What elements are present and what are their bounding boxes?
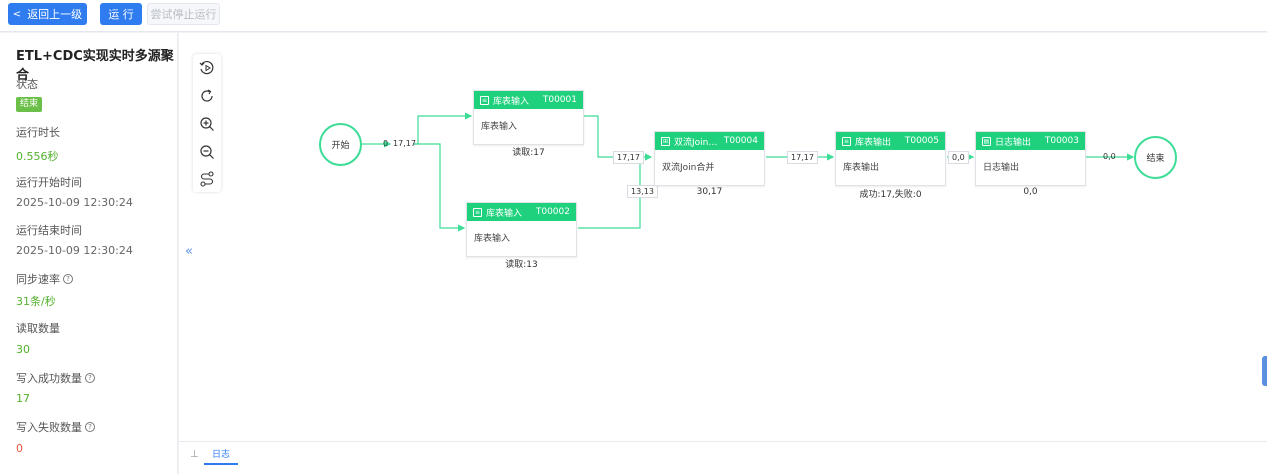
sync-rate-label: 同步速率 ?: [16, 271, 73, 287]
status-badge: 结束: [16, 97, 43, 112]
node-code: T00002: [535, 207, 570, 217]
edge-label: 13,13: [627, 185, 658, 198]
node-code: T00004: [723, 136, 758, 146]
stop-run-button[interactable]: 尝试停止运行: [147, 3, 220, 25]
end-node[interactable]: 结束: [1134, 136, 1177, 179]
collapse-sidebar-icon[interactable]: «: [185, 244, 193, 259]
status-label: 状态: [16, 78, 38, 91]
node-header: ≡ 库表输出 T00005: [836, 132, 945, 150]
write-success-value: 17: [16, 392, 30, 405]
node-t00001[interactable]: ≡ 库表输入 T00001 库表输入: [473, 90, 584, 145]
node-stat: 成功:17,失败:0: [859, 190, 922, 200]
start-node[interactable]: 开始: [319, 123, 362, 166]
node-body: 日志输出: [983, 163, 1020, 173]
flow-canvas[interactable]: [179, 33, 1267, 441]
node-body: 库表输出: [843, 163, 880, 173]
start-time-value: 2025-10-09 12:30:24: [16, 196, 133, 209]
node-stat: 读取:13: [505, 260, 538, 270]
node-title: 库表输出: [855, 137, 892, 148]
job-title: ETL+CDC实现实时多源聚合: [16, 49, 174, 83]
write-success-label: 写入成功数量 ?: [16, 370, 95, 386]
run-button[interactable]: 运 行: [100, 3, 142, 25]
write-fail-value: 0: [16, 442, 23, 455]
table-input-icon: ≡: [480, 95, 489, 105]
dock-icon[interactable]: ⊥: [190, 449, 199, 460]
replay-icon[interactable]: [198, 59, 216, 77]
top-toolbar: < 返回上一级 运 行 尝试停止运行: [0, 0, 1267, 32]
edge-label: 0: [383, 139, 389, 148]
node-header: ≡ 库表输入 T00002: [467, 203, 576, 221]
edge-label: 17,17: [787, 151, 818, 164]
node-body: 双流Join合并: [662, 163, 715, 173]
end-time-value: 2025-10-09 12:30:24: [16, 244, 133, 257]
write-fail-label: 写入失败数量 ?: [16, 419, 95, 435]
refresh-icon[interactable]: [198, 87, 216, 105]
node-title: 库表输入: [486, 208, 523, 219]
node-title: 双流Join…: [674, 137, 718, 148]
end-node-label: 结束: [1146, 154, 1165, 164]
back-button-label: 返回上一级: [27, 8, 83, 21]
read-count-label: 读取数量: [16, 322, 60, 335]
auto-layout-icon[interactable]: [198, 170, 216, 188]
join-icon: ⊞: [661, 136, 670, 146]
edge-label: 17,17: [393, 139, 416, 148]
node-body: 库表输入: [474, 234, 511, 244]
end-time-label: 运行结束时间: [16, 224, 82, 237]
node-stat: 30,17: [696, 187, 723, 197]
node-body: 库表输入: [481, 122, 518, 132]
duration-value: 0.556秒: [16, 150, 59, 163]
write-success-label-text: 写入成功数量: [16, 372, 82, 385]
help-icon[interactable]: ?: [85, 373, 95, 383]
help-icon[interactable]: ?: [85, 422, 95, 432]
node-header: ≡ 库表输入 T00001: [474, 91, 583, 109]
read-count-value: 30: [16, 343, 30, 356]
node-code: T00005: [904, 136, 939, 146]
node-header: ▤ 日志输出 T00003: [976, 132, 1085, 150]
run-button-label: 运 行: [108, 8, 134, 21]
run-info-sidebar: ETL+CDC实现实时多源聚合 状态 结束 运行时长 0.556秒 运行开始时间…: [0, 33, 178, 474]
sync-rate-value: 31条/秒: [16, 295, 56, 308]
node-title: 库表输入: [493, 96, 530, 107]
chevron-left-icon: <: [12, 8, 22, 20]
node-title: 日志输出: [995, 137, 1032, 148]
sync-rate-label-text: 同步速率: [16, 273, 60, 286]
table-output-icon: ≡: [842, 136, 851, 146]
log-output-icon: ▤: [982, 136, 991, 146]
zoom-out-icon[interactable]: [198, 143, 216, 161]
side-drawer-handle[interactable]: [1262, 356, 1267, 386]
tab-log[interactable]: 日志: [204, 447, 238, 465]
node-t00004[interactable]: ⊞ 双流Join… T00004 双流Join合并: [654, 131, 765, 186]
node-header: ⊞ 双流Join… T00004: [655, 132, 764, 150]
node-code: T00003: [1044, 136, 1079, 146]
zoom-in-icon[interactable]: [198, 115, 216, 133]
node-stat: 读取:17: [512, 148, 545, 158]
duration-label: 运行时长: [16, 126, 60, 139]
edge-label: 17,17: [613, 151, 644, 164]
edge-label: 0,0: [1103, 152, 1116, 161]
start-node-label: 开始: [331, 141, 350, 151]
log-panel: [179, 441, 1267, 474]
node-t00005[interactable]: ≡ 库表输出 T00005 库表输出: [835, 131, 946, 186]
node-stat: 0,0: [1023, 187, 1038, 197]
write-fail-label-text: 写入失败数量: [16, 421, 82, 434]
canvas-tools: [193, 54, 221, 192]
help-icon[interactable]: ?: [63, 274, 73, 284]
start-time-label: 运行开始时间: [16, 176, 82, 189]
edge-label: 0,0: [948, 151, 969, 164]
node-t00002[interactable]: ≡ 库表输入 T00002 库表输入: [466, 202, 577, 257]
node-t00003[interactable]: ▤ 日志输出 T00003 日志输出: [975, 131, 1086, 186]
node-code: T00001: [542, 95, 577, 105]
table-input-icon: ≡: [473, 207, 482, 217]
stop-run-button-label: 尝试停止运行: [150, 8, 217, 21]
back-button[interactable]: < 返回上一级: [8, 3, 87, 25]
